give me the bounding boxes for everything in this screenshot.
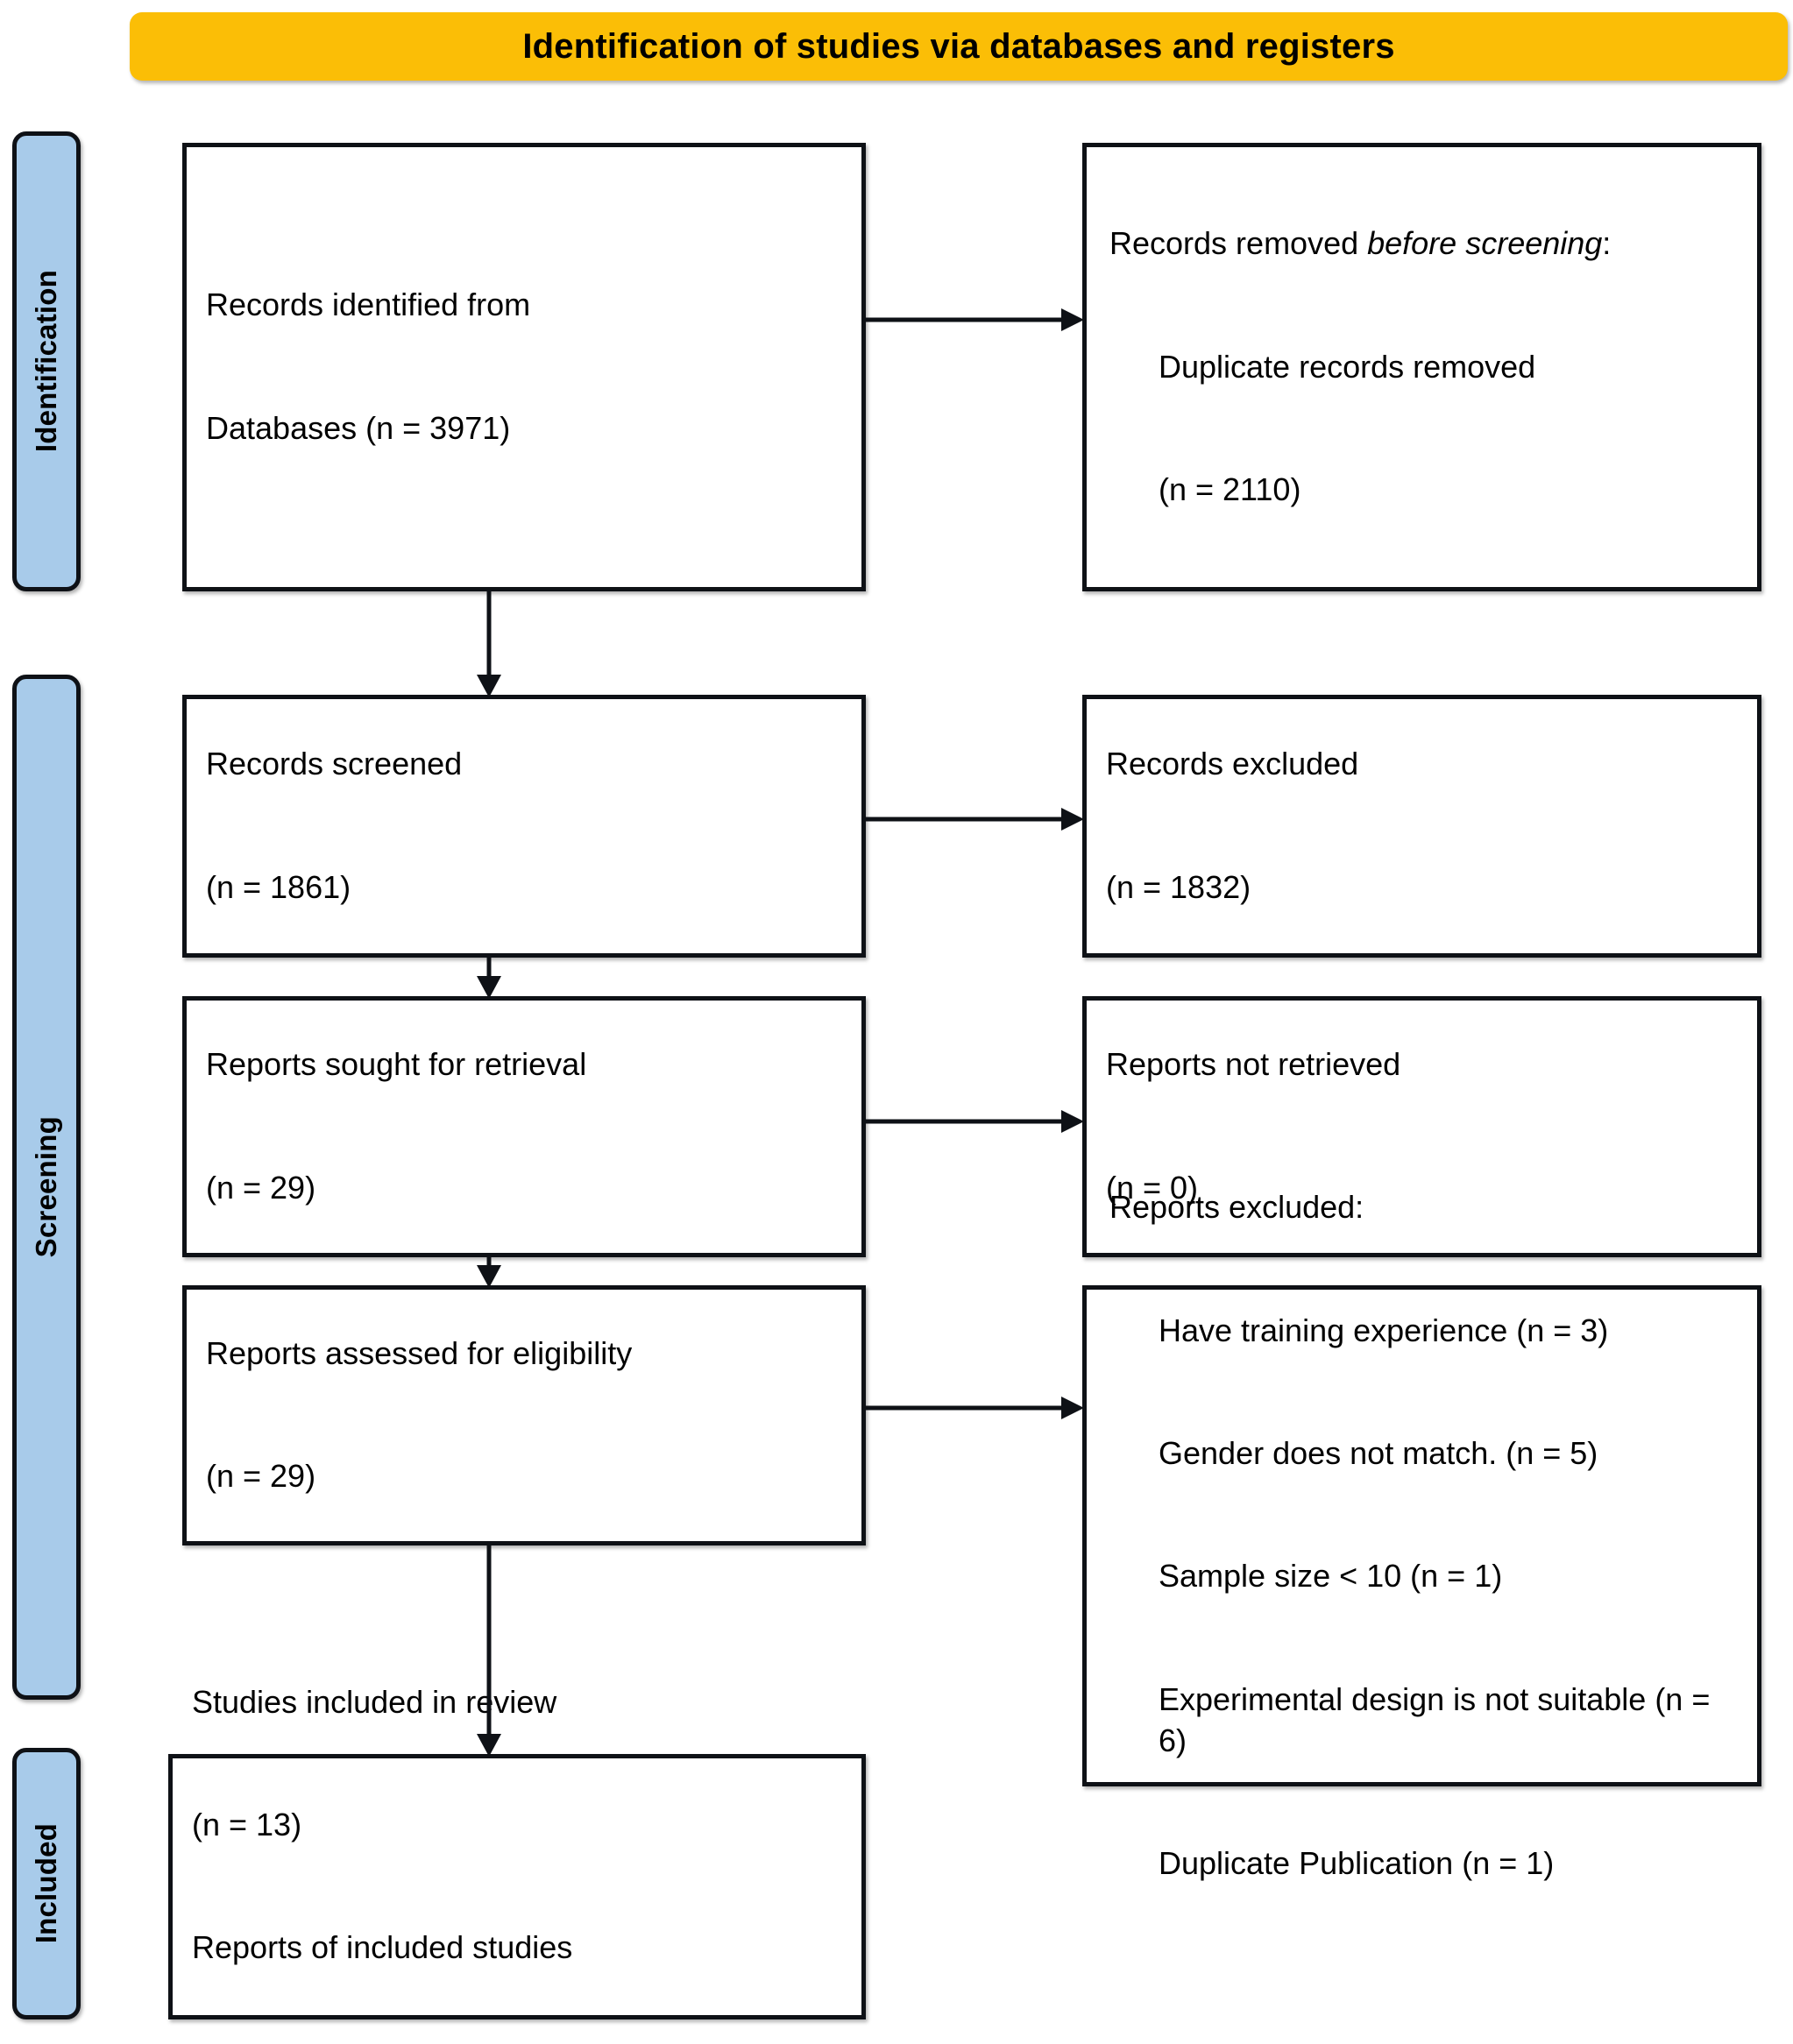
diagram-header-banner: Identification of studies via databases … [130, 12, 1788, 81]
box-reports-excluded: Reports excluded: Have training experien… [1082, 1189, 1761, 1881]
diagram-title: Identification of studies via databases … [522, 27, 1395, 66]
reports-excluded-reason: Gender does not match. (n = 5) [1159, 1435, 1598, 1472]
reports-sought-line-2: (n = 29) [206, 1169, 316, 1206]
arrow-sought-to-not-retrieved [863, 1108, 1086, 1135]
reports-assessed-line-1: Reports assessed for eligibility [206, 1334, 633, 1371]
records-excluded-line-1: Records excluded [1106, 746, 1359, 782]
reports-not-retrieved-line-2: (n = 0) [1106, 1169, 1199, 1206]
box-reports-sought-text: Reports sought for retrieval (n = 29) [187, 963, 861, 1291]
box-records-screened: Records screened (n = 1861) [182, 695, 866, 958]
arrow-identified-to-screened [473, 589, 505, 699]
stage-bar-included: Included [12, 1748, 81, 2019]
arrow-sought-to-assessed [473, 1255, 505, 1290]
records-screened-line-1: Records screened [206, 746, 463, 782]
studies-included-line-2: (n = 13) [192, 1806, 302, 1842]
records-removed-item-1-count: (n = 2110) [1159, 471, 1301, 507]
reports-excluded-reason: Sample size < 10 (n = 1) [1159, 1558, 1503, 1595]
reports-not-retrieved-line-1: Reports not retrieved [1106, 1046, 1401, 1083]
stage-label-identification: Identification [30, 270, 62, 453]
arrow-screened-to-records-excluded [863, 806, 1086, 832]
box-reports-sought-for-retrieval: Reports sought for retrieval (n = 29) [182, 996, 866, 1257]
box-studies-included: Studies included in review (n = 13) Repo… [168, 1684, 866, 2019]
stage-bar-screening: Screening [12, 675, 81, 1700]
box-studies-included-text: Studies included in review (n = 13) Repo… [173, 1600, 861, 2044]
box-records-identified-text: Records identified from Databases (n = 3… [187, 203, 861, 531]
box-records-excluded-text: Records excluded (n = 1832) [1087, 662, 1757, 990]
reports-excluded-reason: Experimental design is not suitable (n =… [1159, 1680, 1719, 1758]
reports-sought-line-1: Reports sought for retrieval [206, 1046, 587, 1083]
records-screened-line-2: (n = 1861) [206, 868, 351, 905]
box-records-screened-text: Records screened (n = 1861) [187, 662, 861, 990]
records-removed-item-1: Duplicate records removed [1159, 348, 1536, 385]
reports-excluded-heading: Reports excluded: [1109, 1189, 1364, 1226]
studies-included-line-3: Reports of included studies [192, 1929, 573, 1966]
box-reports-excluded-text: Reports excluded: Have training experien… [1087, 1106, 1757, 1967]
box-records-removed-before-screening: Records removed before screening: Duplic… [1082, 143, 1761, 591]
box-records-identified: Records identified from Databases (n = 3… [182, 143, 866, 591]
arrow-screened-to-sought [473, 955, 505, 1001]
box-reports-not-retrieved-text: Reports not retrieved (n = 0) [1087, 963, 1757, 1291]
box-records-removed-text: Records removed before screening: Duplic… [1087, 142, 1757, 593]
records-identified-line-1: Records identified from [206, 286, 531, 323]
box-reports-assessed-text: Reports assessed for eligibility (n = 29… [187, 1251, 861, 1579]
box-reports-assessed-for-eligibility: Reports assessed for eligibility (n = 29… [182, 1285, 866, 1545]
records-removed-heading: Records removed before screening: [1109, 223, 1738, 265]
reports-assessed-line-2: (n = 29) [206, 1458, 316, 1495]
arrow-assessed-to-reports-excluded [863, 1395, 1086, 1421]
reports-excluded-reason: Have training experience (n = 3) [1159, 1312, 1609, 1348]
records-removed-lead-plain: Records removed [1109, 225, 1368, 262]
records-removed-lead-colon: : [1602, 225, 1612, 262]
studies-included-line-1: Studies included in review [192, 1683, 557, 1720]
stage-label-included: Included [30, 1823, 62, 1944]
stage-bar-identification: Identification [12, 131, 81, 591]
stage-label-screening: Screening [30, 1116, 62, 1258]
records-identified-line-2: Databases (n = 3971) [206, 409, 511, 446]
reports-excluded-reason: Duplicate Publication (n = 1) [1159, 1844, 1555, 1881]
box-reports-not-retrieved: Reports not retrieved (n = 0) [1082, 996, 1761, 1257]
records-removed-lead-italic: before screening [1367, 225, 1603, 262]
arrow-identified-to-removed [863, 307, 1086, 333]
arrow-assessed-to-included [473, 1543, 505, 1758]
records-excluded-line-2: (n = 1832) [1106, 868, 1251, 905]
box-records-excluded: Records excluded (n = 1832) [1082, 695, 1761, 958]
